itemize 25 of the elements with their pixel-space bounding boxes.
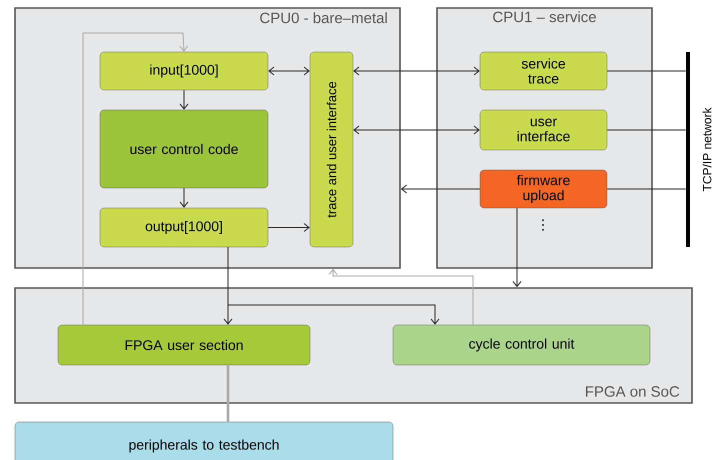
arrow bbox=[512, 208, 522, 288]
process-box: service trace bbox=[480, 52, 608, 90]
process-box: user interface bbox=[480, 110, 608, 150]
process-box: input[1000] bbox=[100, 52, 268, 90]
arrow bbox=[353, 126, 480, 134]
network-label: TCP/IP network bbox=[702, 107, 712, 192]
arrow bbox=[328, 268, 474, 326]
arrow bbox=[180, 188, 188, 208]
arrow bbox=[400, 184, 480, 194]
arrow bbox=[353, 66, 480, 76]
process-box: firmware upload bbox=[480, 170, 608, 208]
arrow bbox=[268, 66, 310, 76]
testbench-box: peripherals to testbench bbox=[14, 422, 394, 460]
arrow bbox=[82, 32, 188, 326]
connector-line bbox=[606, 70, 686, 72]
connector-line bbox=[226, 365, 230, 422]
arrow bbox=[180, 90, 188, 110]
interface-bar: trace and user interface bbox=[310, 52, 354, 248]
process-box: output[1000] bbox=[100, 208, 268, 248]
connector-line bbox=[606, 188, 686, 190]
arrow bbox=[228, 246, 440, 325]
process-box: FPGA user section bbox=[58, 324, 310, 366]
process-box: cycle control unit bbox=[392, 324, 650, 366]
process-box: user control code bbox=[100, 110, 268, 188]
arrow bbox=[268, 223, 310, 232]
